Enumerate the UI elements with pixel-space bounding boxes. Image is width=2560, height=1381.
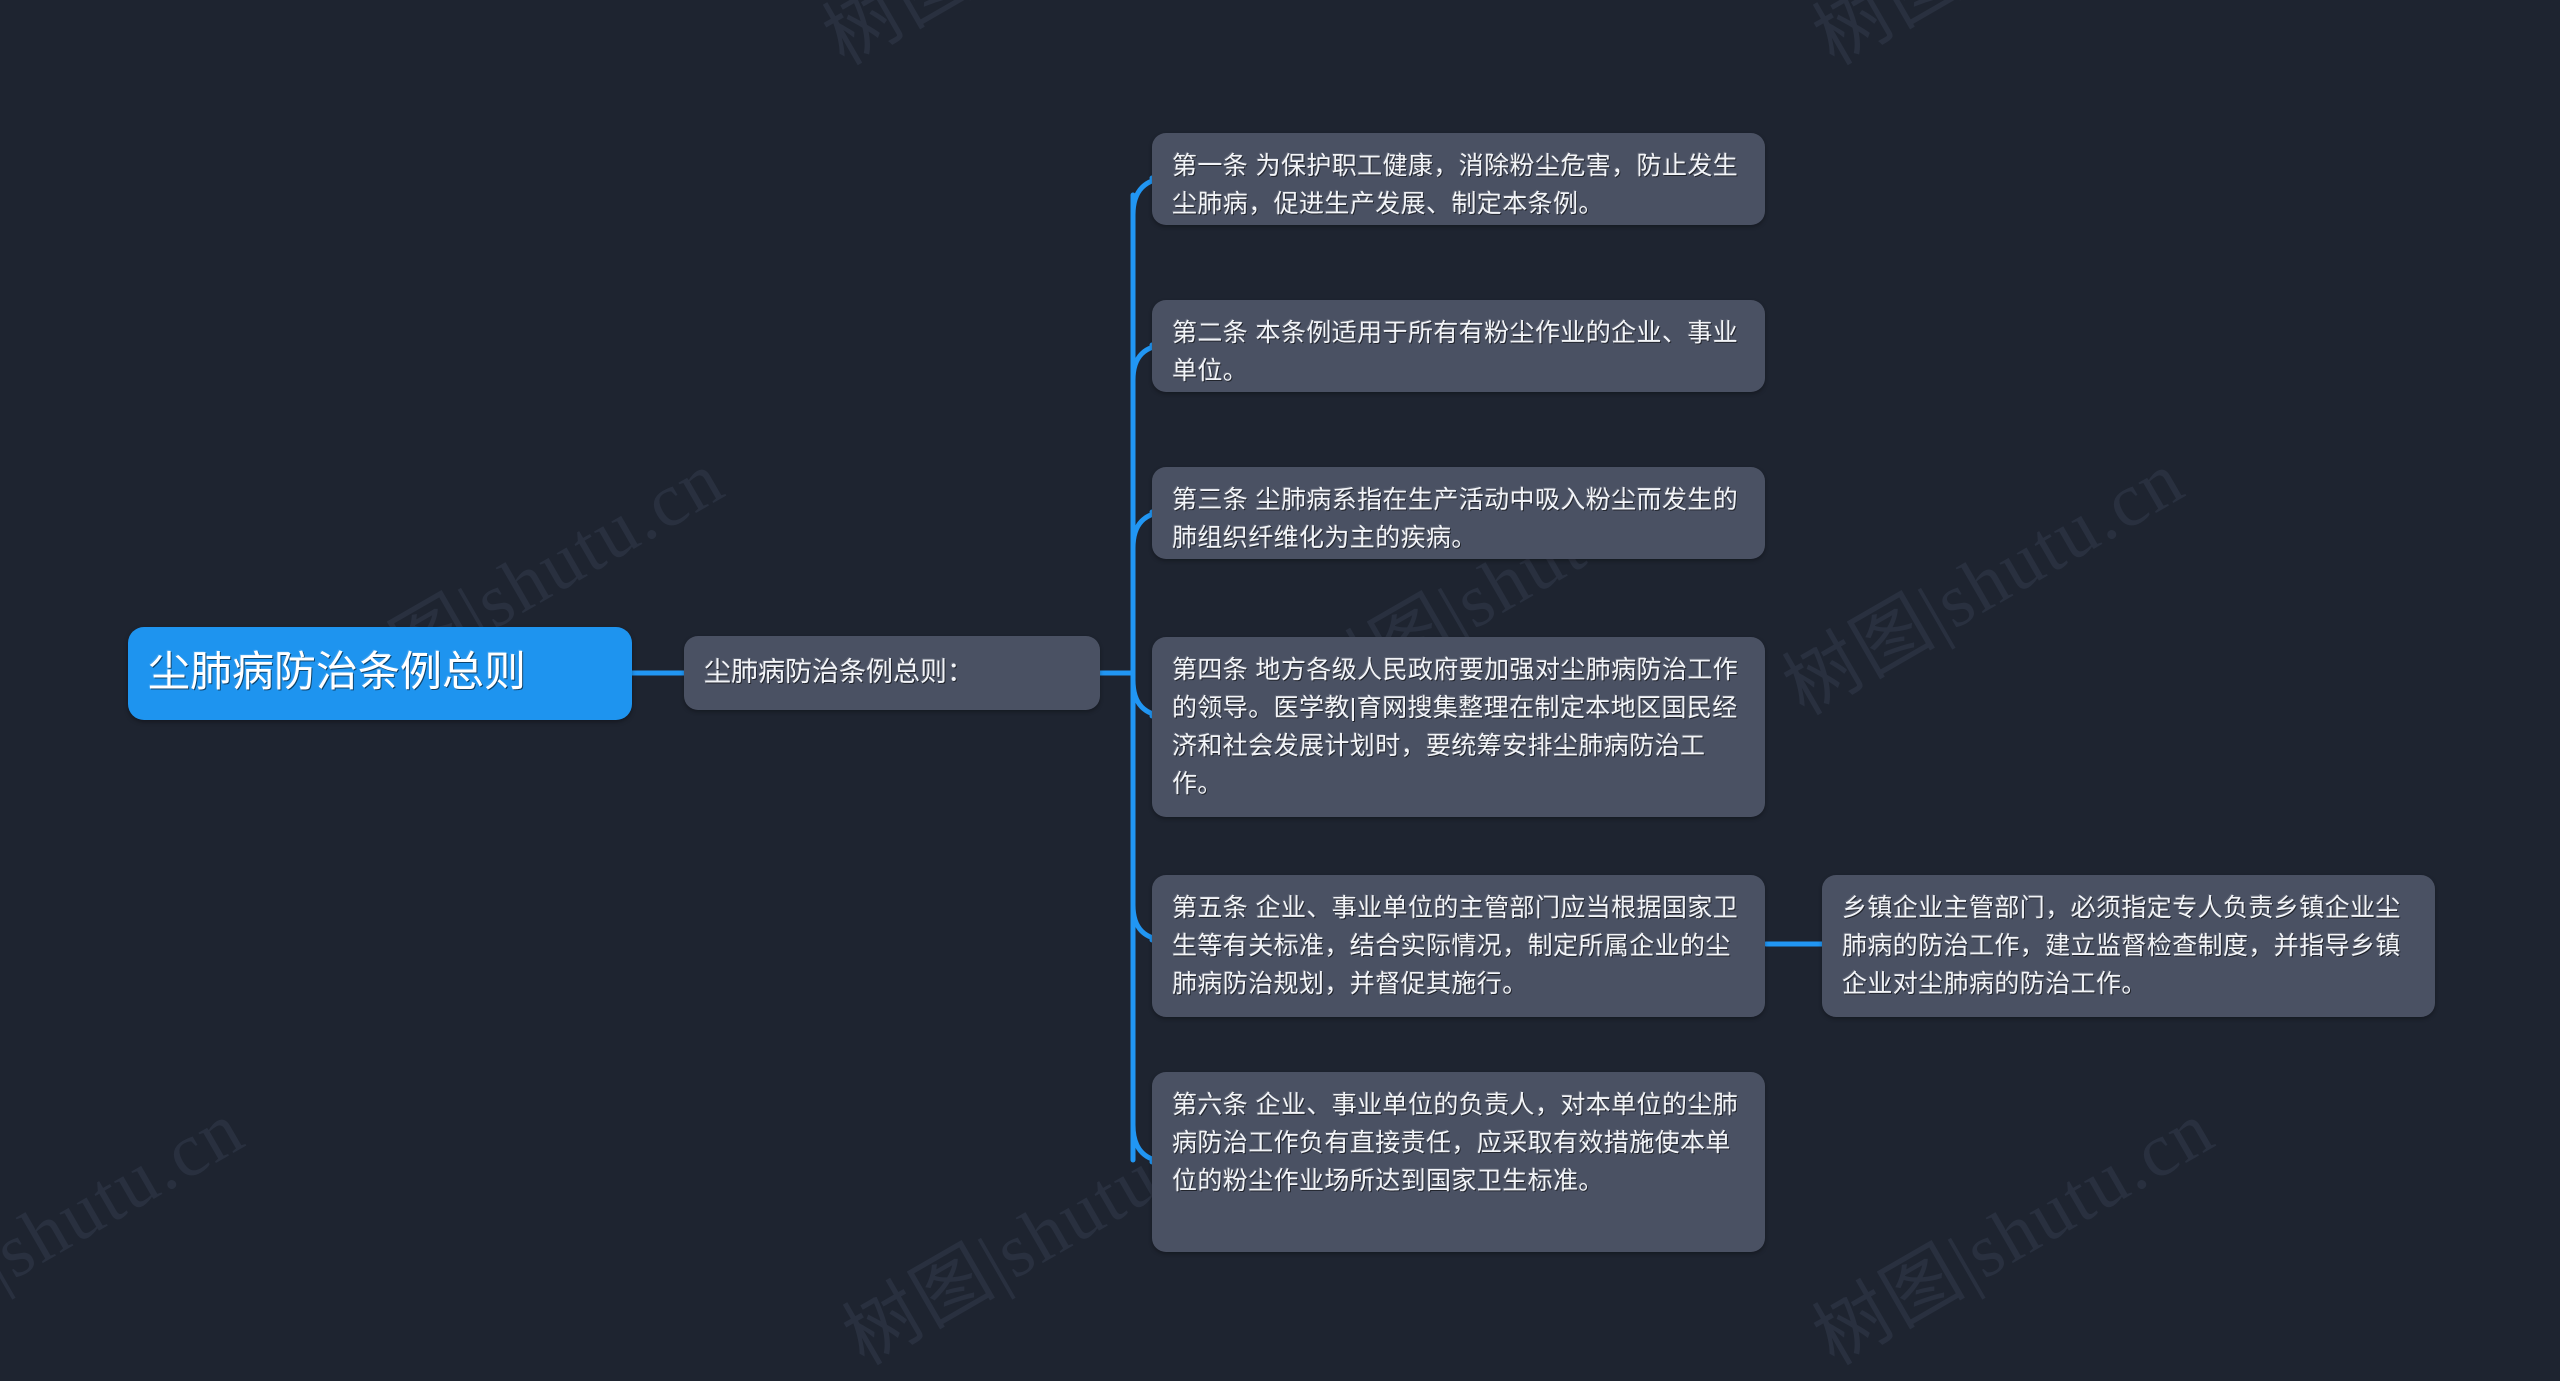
leaf-node-article-4[interactable]: 第四条 地方各级人民政府要加强对尘肺病防治工作的领导。医学教|育网搜集整理在制定… — [1152, 637, 1765, 817]
leaf-node-article-2[interactable]: 第二条 本条例适用于所有有粉尘作业的企业、事业单位。 — [1152, 300, 1765, 392]
leaf-node-label: 第六条 企业、事业单位的负责人，对本单位的尘肺病防治工作负有直接责任，应采取有效… — [1172, 1091, 1739, 1195]
subleaf-node-article-5-sub[interactable]: 乡镇企业主管部门，必须指定专人负责乡镇企业尘肺病的防治工作，建立监督检查制度，并… — [1822, 875, 2435, 1017]
leaf-node-label: 第四条 地方各级人民政府要加强对尘肺病防治工作的领导。医学教|育网搜集整理在制定… — [1172, 656, 1739, 798]
subleaf-node-label: 乡镇企业主管部门，必须指定专人负责乡镇企业尘肺病的防治工作，建立监督检查制度，并… — [1842, 894, 2401, 998]
leaf-node-label: 第二条 本条例适用于所有有粉尘作业的企业、事业单位。 — [1172, 319, 1739, 385]
leaf-node-article-3[interactable]: 第三条 尘肺病系指在生产活动中吸入粉尘而发生的肺组织纤维化为主的疾病。 — [1152, 467, 1765, 559]
leaf-node-article-5[interactable]: 第五条 企业、事业单位的主管部门应当根据国家卫生等有关标准，结合实际情况，制定所… — [1152, 875, 1765, 1017]
watermark-text: 树图|shutu.cn — [800, 0, 1240, 85]
watermark-text: 树图|shutu.cn — [1770, 435, 2198, 731]
leaf-node-article-6[interactable]: 第六条 企业、事业单位的负责人，对本单位的尘肺病防治工作负有直接责任，应采取有效… — [1152, 1072, 1765, 1252]
watermark-text: 树图|shutu.cn — [0, 1085, 258, 1381]
leaf-node-label: 第一条 为保护职工健康，消除粉尘危害，防止发生尘肺病，促进生产发展、制定本条例。 — [1172, 152, 1739, 218]
watermark-text: 树图|shutu.cn — [0, 0, 260, 85]
root-node[interactable]: 尘肺病防治条例总则 — [128, 627, 632, 720]
leaf-node-article-1[interactable]: 第一条 为保护职工健康，消除粉尘危害，防止发生尘肺病，促进生产发展、制定本条例。 — [1152, 133, 1765, 225]
root-node-label: 尘肺病防治条例总则 — [148, 648, 527, 696]
watermark-text: 树图|shutu.cn — [1790, 0, 2230, 85]
branch-node-label: 尘肺病防治条例总则： — [704, 656, 974, 687]
watermark-text: 树图|shutu.cn — [1800, 1085, 2228, 1381]
leaf-node-label: 第五条 企业、事业单位的主管部门应当根据国家卫生等有关标准，结合实际情况，制定所… — [1172, 894, 1739, 998]
branch-node[interactable]: 尘肺病防治条例总则： — [684, 636, 1100, 710]
leaf-node-label: 第三条 尘肺病系指在生产活动中吸入粉尘而发生的肺组织纤维化为主的疾病。 — [1172, 486, 1739, 552]
